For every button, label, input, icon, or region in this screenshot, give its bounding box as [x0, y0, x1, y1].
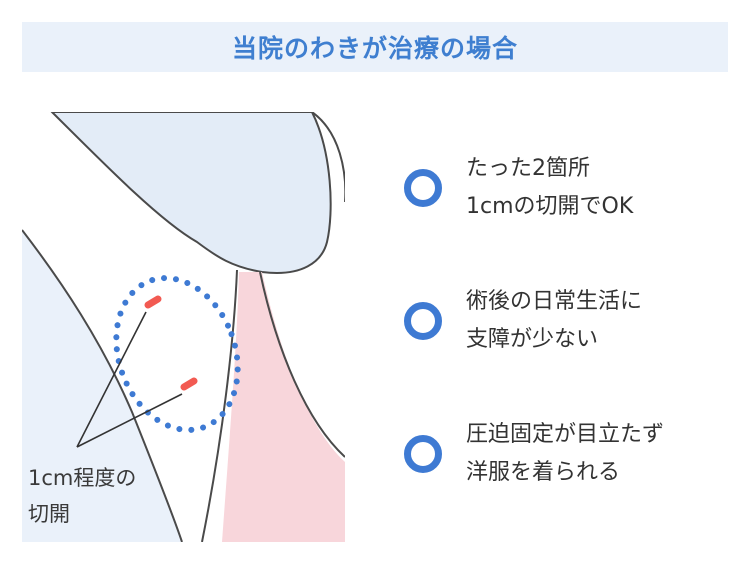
page-title: 当院のわきが治療の場合 [231, 34, 518, 63]
benefit-line1: たった2箇所 [466, 156, 590, 181]
circle-ok-icon [404, 169, 442, 207]
circle-ok-icon [404, 302, 442, 340]
incision-area-outline [113, 275, 241, 433]
caption-line2: 切開 [28, 502, 70, 526]
benefit-text: 圧迫固定が目立たず 洋服を着られる [466, 416, 664, 492]
leader-line-upper [76, 311, 147, 448]
leader-line-lower [76, 393, 183, 448]
benefit-line2: 1cmの切開でOK [466, 194, 634, 219]
circle-ok-icon [404, 435, 442, 473]
benefit-item-2: 術後の日常生活に 支障が少ない [404, 283, 642, 359]
armpit-illustration [22, 112, 345, 542]
benefit-line2: 支障が少ない [466, 327, 599, 352]
caption-line1: 1cm程度の [28, 466, 137, 490]
benefit-line1: 術後の日常生活に [466, 289, 643, 314]
incision-mark-lower [180, 377, 198, 391]
benefit-text: たった2箇所 1cmの切開でOK [466, 150, 633, 226]
benefit-line1: 圧迫固定が目立たず [466, 422, 665, 447]
benefit-line2: 洋服を着られる [466, 460, 621, 485]
incision-mark-upper [144, 295, 162, 309]
incision-caption: 1cm程度の 切開 [28, 460, 136, 532]
benefit-text: 術後の日常生活に 支障が少ない [466, 283, 642, 359]
benefit-item-1: たった2箇所 1cmの切開でOK [404, 150, 633, 226]
torso-shape [22, 230, 182, 542]
chest-shape [222, 272, 345, 542]
title-banner: 当院のわきが治療の場合 [22, 22, 728, 72]
benefit-item-3: 圧迫固定が目立たず 洋服を着られる [404, 416, 664, 492]
